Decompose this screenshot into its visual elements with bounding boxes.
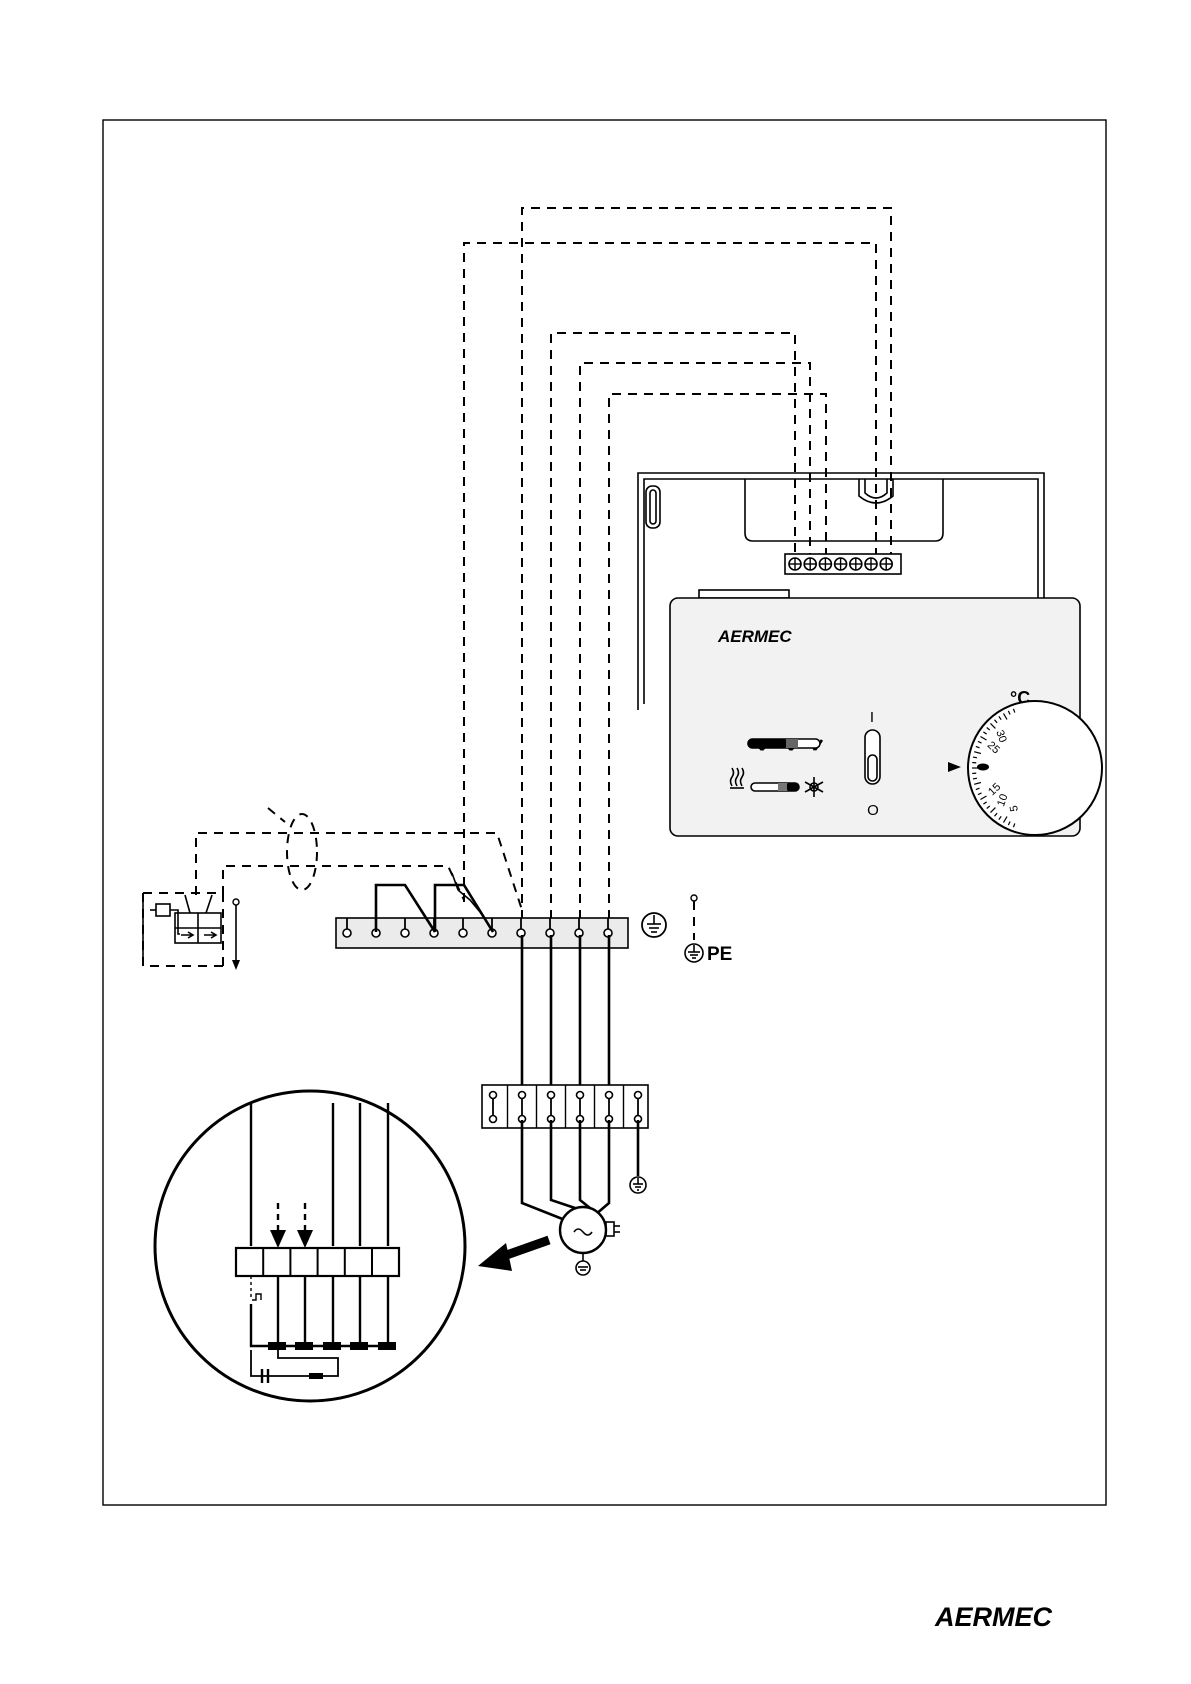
thermostat-brand: AERMEC <box>717 627 792 646</box>
ground-icon <box>642 913 666 937</box>
main-terminal-strip <box>336 873 628 948</box>
footer-logo: AERMEC <box>934 1602 1053 1632</box>
thermostat-terminal-screw <box>880 558 892 570</box>
thermostat-terminal-screw <box>850 558 862 570</box>
ground-icon-block <box>630 1177 646 1193</box>
switch-on-label: I <box>870 709 874 726</box>
dial-pointer <box>977 764 989 771</box>
thermostat-terminal-screw <box>835 558 847 570</box>
motor-icon <box>560 1207 620 1275</box>
supply-wires <box>522 935 609 1093</box>
motor-wires <box>522 1120 638 1220</box>
pe-ground-icon <box>685 944 703 962</box>
valve-box <box>143 893 240 970</box>
thermostat-terminal-screw <box>819 558 831 570</box>
thermostat-terminal-screw <box>789 558 801 570</box>
pe-label: PE <box>707 944 732 965</box>
pointer-arrow <box>478 1240 549 1271</box>
thermostat-terminal-screw <box>865 558 877 570</box>
motor-terminal-block <box>482 1085 648 1128</box>
switch-off-label: O <box>867 802 879 819</box>
thermostat-terminal-screw <box>804 558 816 570</box>
detail-zoom <box>155 1091 465 1401</box>
